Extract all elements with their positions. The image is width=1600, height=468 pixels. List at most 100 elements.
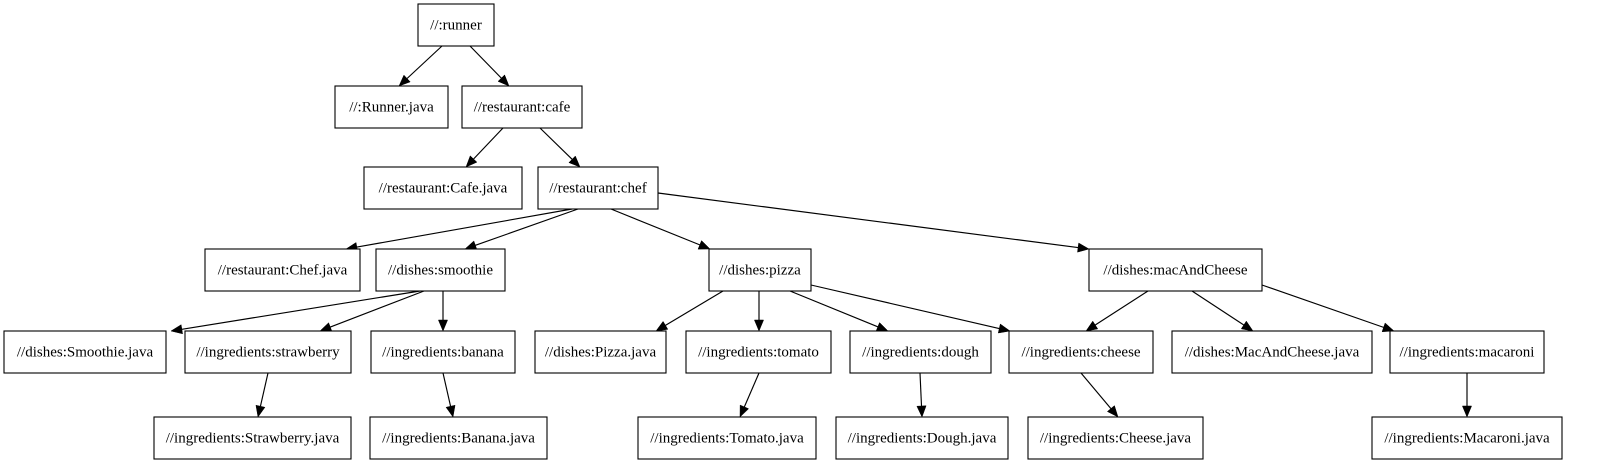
- graph-node[interactable]: //restaurant:Cafe.java: [363, 166, 523, 210]
- node-box[interactable]: [637, 416, 817, 460]
- node-label: //ingredients:Dough.java: [848, 430, 997, 446]
- graph-node[interactable]: //dishes:Pizza.java: [534, 330, 667, 374]
- edge-arrowhead: [1085, 320, 1099, 332]
- node-box[interactable]: [369, 416, 548, 460]
- graph-edge: [610, 208, 711, 250]
- node-label: //restaurant:Cafe.java: [379, 180, 508, 196]
- graph-node[interactable]: //ingredients:Tomato.java: [637, 416, 817, 460]
- node-label: //ingredients:dough: [862, 344, 979, 360]
- node-label: //ingredients:Tomato.java: [650, 430, 804, 446]
- graph-edge: [464, 208, 579, 250]
- edge-arrowhead: [1381, 322, 1395, 332]
- graph-node[interactable]: //dishes:Smoothie.java: [3, 330, 167, 374]
- graph-node[interactable]: //ingredients:strawberry: [184, 330, 352, 374]
- node-label: //ingredients:macaroni: [1400, 344, 1535, 360]
- graph-node[interactable]: //dishes:smoothie: [375, 248, 506, 292]
- edge-arrowhead: [754, 319, 764, 332]
- graph-edge: [442, 372, 456, 418]
- edge-arrowhead: [1462, 405, 1472, 418]
- node-box[interactable]: [334, 85, 449, 129]
- node-label: //ingredients:Strawberry.java: [166, 430, 340, 446]
- edge-line: [810, 284, 1000, 330]
- graph-edge: [916, 372, 927, 418]
- node-label: //ingredients:banana: [382, 344, 504, 360]
- edge-arrowhead: [568, 155, 581, 168]
- graph-edge: [1080, 372, 1119, 418]
- node-box[interactable]: [461, 85, 583, 129]
- edge-line: [657, 192, 1079, 249]
- node-label: //ingredients:Macaroni.java: [1384, 430, 1550, 446]
- graph-node[interactable]: //ingredients:tomato: [685, 330, 832, 374]
- graph-node[interactable]: //ingredients:Dough.java: [835, 416, 1009, 460]
- edge-line: [1094, 290, 1149, 326]
- node-box[interactable]: [708, 248, 812, 292]
- edge-arrowhead: [997, 323, 1011, 334]
- graph-edge: [170, 290, 421, 335]
- edge-arrowhead: [655, 320, 669, 332]
- graph-node[interactable]: //dishes:pizza: [708, 248, 812, 292]
- node-label: //ingredients:tomato: [698, 344, 819, 360]
- node-box[interactable]: [685, 330, 832, 374]
- graph-edge: [539, 127, 581, 168]
- edge-arrowhead: [916, 405, 927, 418]
- edge-line: [469, 45, 502, 79]
- node-box[interactable]: [534, 330, 667, 374]
- node-box[interactable]: [184, 330, 352, 374]
- edge-arrowhead: [438, 319, 448, 332]
- node-box[interactable]: [537, 166, 659, 210]
- edge-line: [356, 208, 573, 248]
- edge-line: [406, 45, 443, 79]
- node-box[interactable]: [1371, 416, 1563, 460]
- node-box[interactable]: [375, 248, 506, 292]
- node-box[interactable]: [204, 248, 361, 292]
- node-label: //dishes:Pizza.java: [545, 344, 657, 360]
- graph-edge: [438, 291, 448, 332]
- edge-line: [743, 372, 760, 408]
- graph-node[interactable]: //ingredients:dough: [849, 330, 992, 374]
- graph-node[interactable]: //:Runner.java: [334, 85, 449, 129]
- graph-edge: [1261, 284, 1395, 332]
- node-box[interactable]: [370, 330, 516, 374]
- node-label: //:runner: [430, 17, 482, 33]
- graph-node[interactable]: //ingredients:macaroni: [1389, 330, 1545, 374]
- graph-edge: [657, 192, 1090, 253]
- edge-arrowhead: [465, 155, 478, 168]
- graph-node[interactable]: //dishes:macAndCheese: [1088, 248, 1263, 292]
- node-box[interactable]: [1171, 330, 1373, 374]
- node-box[interactable]: [363, 166, 523, 210]
- graph-edge: [739, 372, 760, 418]
- node-label: //restaurant:cafe: [474, 99, 571, 115]
- graph-node[interactable]: //ingredients:Macaroni.java: [1371, 416, 1563, 460]
- graph-node[interactable]: //:runner: [417, 3, 495, 47]
- edge-arrowhead: [739, 404, 750, 418]
- graph-node[interactable]: //ingredients:Strawberry.java: [153, 416, 352, 460]
- graph-edge: [655, 290, 724, 332]
- node-label: //ingredients:strawberry: [196, 344, 340, 360]
- graph-node[interactable]: //restaurant:Chef.java: [204, 248, 361, 292]
- graph-nodes-layer: //:runner //:Runner.java //restaurant:cafe…: [3, 3, 1563, 460]
- edge-line: [442, 372, 452, 407]
- graph-edge: [1085, 290, 1149, 332]
- graph-node[interactable]: //ingredients:cheese: [1008, 330, 1154, 374]
- node-box[interactable]: [3, 330, 167, 374]
- node-box[interactable]: [1027, 416, 1204, 460]
- graph-node[interactable]: //dishes:MacAndCheese.java: [1171, 330, 1373, 374]
- node-label: //dishes:MacAndCheese.java: [1185, 344, 1360, 360]
- node-box[interactable]: [849, 330, 992, 374]
- node-box[interactable]: [153, 416, 352, 460]
- graph-node[interactable]: //restaurant:cafe: [461, 85, 583, 129]
- node-label: //ingredients:Cheese.java: [1040, 430, 1192, 446]
- node-box[interactable]: [1389, 330, 1545, 374]
- node-box[interactable]: [1008, 330, 1154, 374]
- graph-node[interactable]: //restaurant:chef: [537, 166, 659, 210]
- node-box[interactable]: [835, 416, 1009, 460]
- edge-arrowhead: [1077, 242, 1090, 253]
- graph-node[interactable]: //ingredients:Cheese.java: [1027, 416, 1204, 460]
- edge-line: [665, 290, 724, 326]
- graph-node[interactable]: //ingredients:Banana.java: [369, 416, 548, 460]
- node-box[interactable]: [1088, 248, 1263, 292]
- graph-node[interactable]: //ingredients:banana: [370, 330, 516, 374]
- node-box[interactable]: [417, 3, 495, 47]
- graph-edge: [398, 45, 443, 87]
